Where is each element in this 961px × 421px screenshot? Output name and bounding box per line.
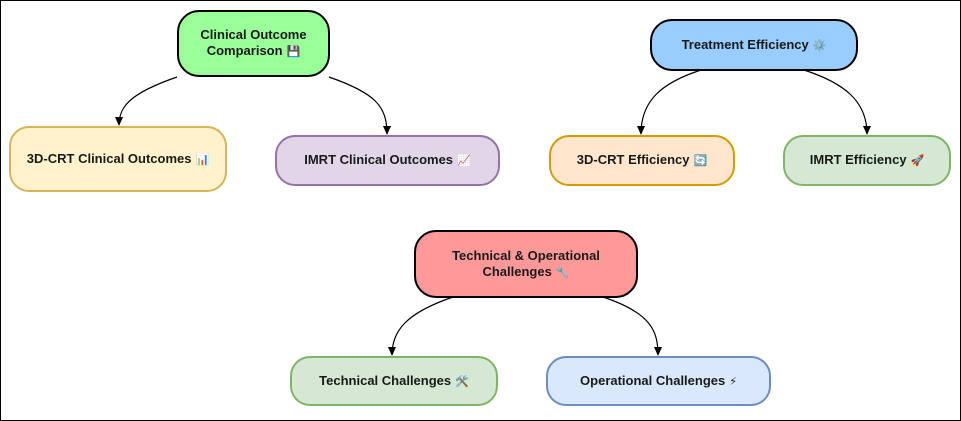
- node-label: IMRT Efficiency: [809, 152, 907, 167]
- bar-chart-icon: 📊: [195, 153, 210, 166]
- node-clinical-outcome-comparison[interactable]: Clinical Outcome Comparison💾: [177, 10, 330, 77]
- gear-icon: ⚙️: [812, 39, 827, 52]
- line-chart-icon: 📈: [457, 155, 471, 167]
- node-3dcrt-clinical-outcomes[interactable]: 3D-CRT Clinical Outcomes📊: [9, 126, 227, 192]
- edge-clinical-to-crt-outcomes: [115, 76, 178, 126]
- node-operational-challenges[interactable]: Operational Challenges⚡: [546, 356, 771, 406]
- node-technical-challenges[interactable]: Technical Challenges🛠️: [290, 356, 498, 406]
- edge-efficiency-to-crt-eff: [637, 69, 702, 135]
- node-imrt-efficiency[interactable]: IMRT Efficiency🚀: [783, 135, 951, 186]
- node-technical-operational-challenges[interactable]: Technical & Operational Challenges🔧: [414, 230, 638, 298]
- edge-challenges-to-ops: [602, 296, 662, 356]
- rocket-icon: 🚀: [910, 155, 925, 167]
- node-label: Operational Challenges: [580, 372, 726, 388]
- node-imrt-clinical-outcomes[interactable]: IMRT Clinical Outcomes📈: [275, 135, 500, 186]
- node-3dcrt-efficiency[interactable]: 3D-CRT Efficiency🔄: [549, 135, 735, 186]
- refresh-icon: 🔄: [693, 155, 708, 167]
- edge-clinical-to-imrt-outcomes: [328, 76, 391, 135]
- wrench-icon: 🔧: [555, 266, 570, 279]
- edge-efficiency-to-imrt-eff: [803, 69, 871, 135]
- node-label: Clinical Outcome Comparison: [200, 27, 307, 58]
- lightning-icon: ⚡: [729, 375, 737, 388]
- node-label: Technical & Operational Challenges: [452, 247, 600, 279]
- node-label: Treatment Efficiency: [681, 36, 809, 52]
- node-label: IMRT Clinical Outcomes: [304, 152, 454, 167]
- floppy-disk-icon: 💾: [286, 46, 301, 58]
- edge-challenges-to-tech: [388, 296, 454, 356]
- node-label: 3D-CRT Clinical Outcomes: [26, 150, 192, 166]
- node-treatment-efficiency[interactable]: Treatment Efficiency⚙️: [650, 19, 858, 71]
- node-label: Technical Challenges: [319, 372, 452, 388]
- tools-icon: 🛠️: [455, 375, 469, 388]
- node-label: 3D-CRT Efficiency: [576, 152, 690, 167]
